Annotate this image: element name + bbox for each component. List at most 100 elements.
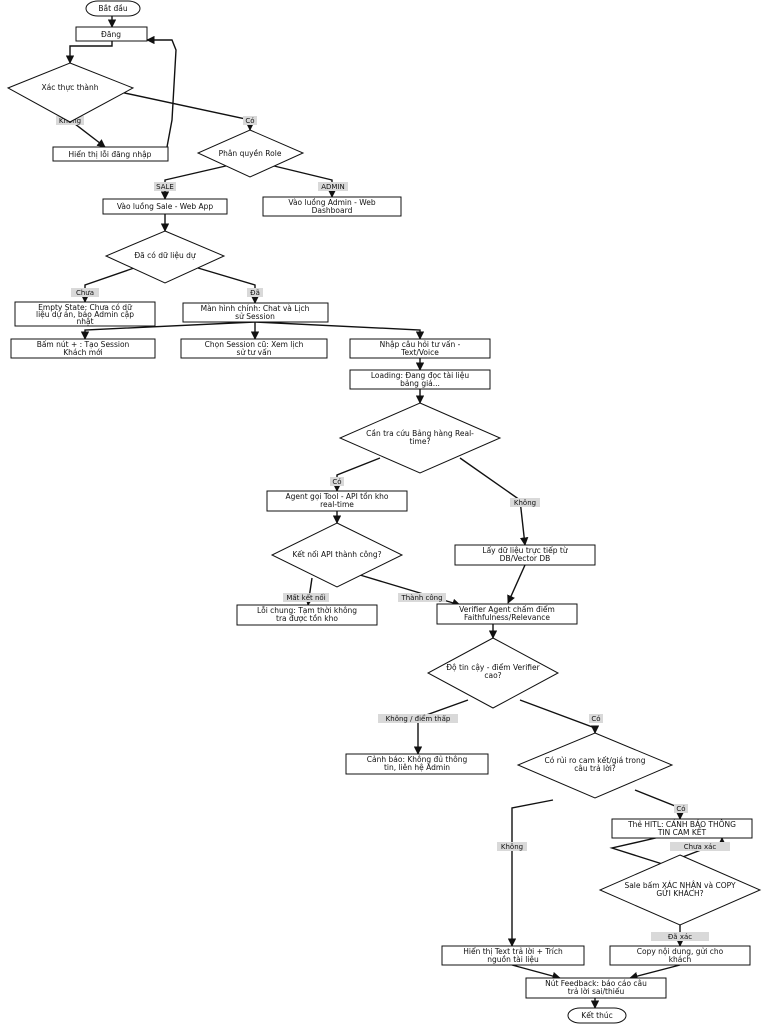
svg-text:DB/Vector DB: DB/Vector DB [500, 554, 551, 563]
svg-text:Lấy dữ liệu trực tiếp từ: Lấy dữ liệu trực tiếp từ [482, 546, 568, 555]
node-admin-flow: Vào luồng Admin - Web Dashboard [262, 196, 402, 217]
node-show-answer: Hiển thị Text trả lời + Trích nguồn tài … [441, 945, 585, 966]
node-hitl-warning: Thẻ HITL: CẢNH BÁO THÔNG TIN CAM KẾT [611, 818, 753, 839]
edge-main-new [80, 321, 256, 340]
node-login: Đăng [75, 26, 148, 42]
svg-text:Chưa: Chưa [76, 289, 94, 297]
edges [61, 16, 727, 1009]
node-copy-send: Copy nội dung, gửi cho khách [609, 945, 751, 966]
svg-text:Có: Có [591, 715, 600, 723]
nodes: Bắt đầu Đăng Xác thực thành Hiển thị lỗi… [6, 0, 762, 1024]
node-role-decision: Phân quyền Role [196, 129, 305, 178]
node-empty-state: Empty State: Chưa có dữ liệu dự án, báo … [14, 301, 156, 327]
edge-conf-low [413, 699, 469, 755]
edge-risk-no [507, 799, 554, 947]
svg-text:tra được tồn kho: tra được tồn kho [276, 614, 338, 623]
edge-project-yes [197, 267, 260, 304]
svg-text:Có: Có [332, 478, 341, 486]
svg-text:Cảnh báo: Không đủ thông: Cảnh báo: Không đủ thông [367, 755, 468, 764]
svg-text:Đã xác: Đã xác [668, 933, 692, 941]
svg-text:Không: Không [514, 499, 536, 507]
svg-text:ADMIN: ADMIN [321, 183, 345, 191]
svg-text:real-time: real-time [320, 500, 354, 509]
edge-label-confirm-done: Đã xác [651, 932, 709, 941]
svg-text:Kết nối API thành công?: Kết nối API thành công? [292, 550, 381, 559]
node-confidence-decision: Độ tin cậy - điểm Verifier cao? [426, 637, 560, 709]
svg-text:Loading: Đang đọc tài liệu: Loading: Đang đọc tài liệu [371, 371, 469, 380]
node-login-error: Hiển thị lỗi đăng nhập [52, 146, 169, 162]
node-feedback: Nút Feedback: báo cáo câu trả lời sai/th… [525, 977, 667, 999]
svg-text:Xác thực thành: Xác thực thành [42, 83, 99, 92]
svg-text:Đã: Đã [250, 289, 260, 297]
svg-text:Mất kết nối: Mất kết nối [286, 594, 325, 602]
node-realtime-decision: Cần tra cứu Bảng hàng Real- time? [338, 402, 502, 474]
edge-label-project-done: Đã [247, 288, 263, 297]
edge-label-auth-yes: Có [243, 116, 257, 125]
svg-text:Chưa xác: Chưa xác [684, 843, 717, 851]
node-end: Kết thúc [567, 1007, 627, 1024]
edge-label-role-sale: SALE [154, 182, 176, 191]
svg-text:Không: Không [501, 843, 523, 851]
svg-text:Thành công: Thành công [400, 594, 442, 602]
edge-label-project-not-yet: Chưa [71, 288, 99, 297]
edge-hitl-confirm [609, 836, 676, 870]
svg-text:Nhập câu hỏi tư vấn -: Nhập câu hỏi tư vấn - [380, 340, 461, 349]
edge-answer-feedback [511, 964, 561, 981]
edge-db-verifier [507, 564, 526, 604]
edge-main-input [254, 321, 425, 340]
edge-label-realtime-yes: Có [330, 477, 344, 486]
node-risk-decision: Có rủi ro cam kết/giá trong câu trả lời? [516, 732, 674, 799]
svg-text:Đã có dữ liệu dự: Đã có dữ liệu dự [134, 251, 196, 260]
node-warn-low: Cảnh báo: Không đủ thông tin, liên hệ Ad… [345, 753, 489, 775]
svg-text:Thẻ HITL: CẢNH BÁO THÔNG: Thẻ HITL: CẢNH BÁO THÔNG [627, 820, 736, 829]
edge-label-realtime-no: Không [510, 498, 540, 507]
svg-text:Có: Có [676, 805, 685, 813]
svg-text:TIN CAM KẾT: TIN CAM KẾT [657, 827, 707, 837]
svg-text:Dashboard: Dashboard [312, 206, 353, 215]
svg-text:Khách mới: Khách mới [63, 348, 103, 357]
svg-text:Text/Voice: Text/Voice [400, 348, 439, 357]
svg-text:cao?: cao? [484, 671, 501, 680]
svg-text:câu trả lời?: câu trả lời? [574, 764, 616, 773]
svg-text:Có: Có [245, 117, 254, 125]
svg-text:sử tư vấn: sử tư vấn [237, 348, 272, 357]
node-stock-error: Lỗi chung: Tạm thời không tra được tồn k… [236, 604, 378, 626]
node-old-session: Chọn Session cũ: Xem lịch sử tư vấn [180, 338, 328, 359]
svg-text:Nút Feedback: báo cáo câu: Nút Feedback: báo cáo câu [545, 979, 647, 988]
svg-text:liệu dự án, báo Admin cập: liệu dự án, báo Admin cập [36, 310, 134, 319]
svg-text:Màn hình chính: Chat và Lịch: Màn hình chính: Chat và Lịch [201, 304, 310, 313]
edge-copy-feedback [629, 964, 681, 981]
svg-text:Lỗi chung: Tạm thời không: Lỗi chung: Tạm thời không [257, 606, 357, 615]
edge-label-confirm-not-yet: Chưa xác [670, 842, 730, 851]
svg-text:SALE: SALE [156, 183, 174, 191]
node-project-decision: Đã có dữ liệu dự [104, 230, 226, 284]
svg-text:Độ tin cậy - điểm Verifier: Độ tin cậy - điểm Verifier [446, 663, 540, 672]
node-main-screen: Màn hình chính: Chat và Lịch sử Session [182, 302, 329, 323]
svg-text:tin, liên hệ Admin: tin, liên hệ Admin [384, 763, 450, 772]
svg-text:bảng giá...: bảng giá... [400, 379, 440, 388]
svg-text:time?: time? [410, 437, 431, 446]
node-agent-tool: Agent gọi Tool - API tồn kho real-time [266, 490, 408, 512]
svg-text:Bấm nút + : Tạo Session: Bấm nút + : Tạo Session [37, 340, 130, 349]
svg-text:Verifier Agent chấm điểm: Verifier Agent chấm điểm [459, 605, 555, 614]
svg-text:Sale bấm XÁC NHẬN và COPY: Sale bấm XÁC NHẬN và COPY [624, 881, 736, 890]
svg-text:Vào luồng Sale - Web App: Vào luồng Sale - Web App [117, 202, 214, 211]
edge-auth-yes [119, 91, 255, 131]
svg-text:trả lời sai/thiếu: trả lời sai/thiếu [568, 987, 625, 996]
node-loading: Loading: Đang đọc tài liệu bảng giá... [349, 369, 491, 390]
svg-text:Cần tra cứu Bảng hàng Real-: Cần tra cứu Bảng hàng Real- [366, 429, 474, 438]
edge-error-login [146, 35, 177, 148]
edge-login-auth [65, 41, 113, 64]
edge-role-admin [269, 164, 337, 198]
svg-text:Hiển thị lỗi đăng nhập: Hiển thị lỗi đăng nhập [69, 150, 152, 159]
svg-text:Đăng: Đăng [101, 30, 121, 39]
edge-conf-high [519, 699, 600, 734]
edge-role-sale [160, 164, 231, 200]
edge-label-conf-high: Có [589, 714, 603, 723]
svg-text:Chọn Session cũ: Xem lịch: Chọn Session cũ: Xem lịch [205, 340, 304, 349]
node-start: Bắt đầu [85, 0, 141, 17]
svg-text:Hiển thị Text trả lời + Trích: Hiển thị Text trả lời + Trích [463, 947, 563, 956]
edge-label-api-lost: Mất kết nối [283, 593, 329, 602]
node-confirm-decision: Sale bấm XÁC NHẬN và COPY GỬI KHÁCH? [598, 854, 762, 926]
